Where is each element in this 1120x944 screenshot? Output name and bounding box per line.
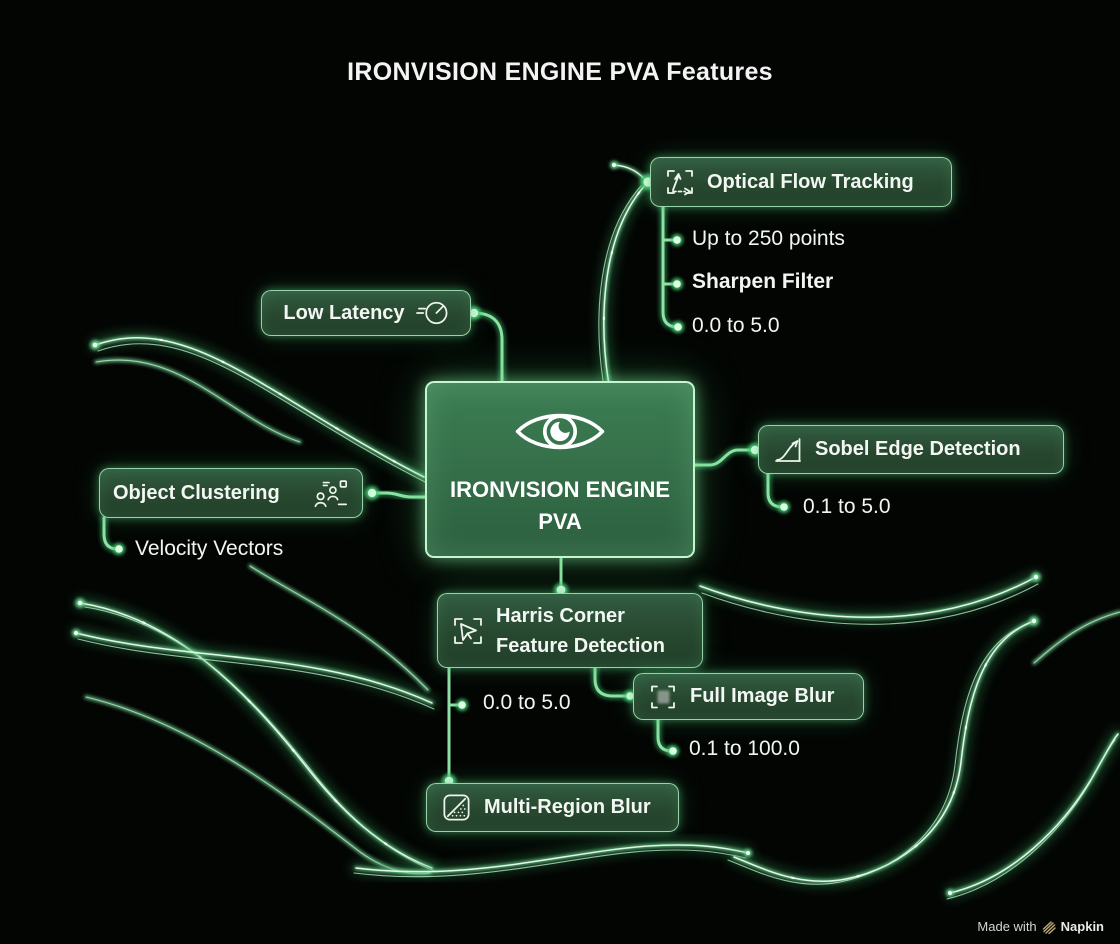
- light-trail-mid-left: [248, 564, 430, 692]
- node-low-latency[interactable]: Low Latency: [261, 290, 471, 336]
- node-label: Multi-Region Blur: [484, 796, 651, 818]
- node-label: Object Clustering: [113, 481, 280, 504]
- connector-low-latency: [470, 309, 506, 385]
- connector-full-blur-child: [654, 716, 674, 755]
- light-trail-center-to-optical: [598, 179, 651, 390]
- rail-optical-children: [659, 203, 680, 331]
- made-with-napkin[interactable]: Made with Napkin: [977, 919, 1104, 934]
- node-sobel-edge-detection[interactable]: Sobel Edge Detection: [758, 425, 1064, 474]
- motion-track-icon: [664, 166, 696, 198]
- harris-line1: Harris Corner: [496, 604, 625, 627]
- light-trail-bottom-left-b: [71, 628, 437, 710]
- node-optical-flow-tracking[interactable]: Optical Flow Tracking: [650, 157, 952, 207]
- connector-sobel-child: [764, 470, 785, 511]
- node-object-clustering[interactable]: Object Clustering: [99, 468, 363, 518]
- light-trail-bottom-left-c: [84, 695, 432, 876]
- node-label: Full Image Blur: [690, 685, 835, 707]
- light-trail-top-left: [90, 332, 429, 484]
- gradient-curve-icon: [772, 434, 804, 466]
- eye-icon: [512, 402, 608, 461]
- harris-line2: Feature Detection: [496, 634, 665, 657]
- center-node-title: IRONVISION ENGINE PVA: [450, 474, 670, 538]
- node-harris-corner-feature-detection[interactable]: Harris Corner Feature Detection: [437, 593, 703, 668]
- node-multi-region-blur[interactable]: Multi-Region Blur: [426, 783, 679, 832]
- light-trail-right-upper: [695, 572, 1041, 625]
- connector-sobel: [691, 446, 757, 469]
- leaf-sobel-range[interactable]: 0.1 to 5.0: [803, 495, 891, 518]
- napkin-logo-icon: [1042, 920, 1056, 934]
- center-node-line2: PVA: [538, 508, 582, 534]
- rail-harris-children: [445, 664, 461, 784]
- leaf-sharpen-filter[interactable]: Sharpen Filter: [692, 270, 834, 293]
- center-node-line1: IRONVISION ENGINE: [449, 476, 671, 502]
- connector-object-clustering: [370, 489, 429, 501]
- light-trail-bottom-right: [945, 729, 1120, 900]
- connector-full-image-blur: [591, 664, 631, 700]
- brand-text: Napkin: [1060, 919, 1104, 934]
- page-title: IRONVISION ENGINE PVA Features: [347, 58, 773, 86]
- light-trail-right-edge: [1032, 610, 1120, 665]
- light-trail-bottom-left-a: [75, 598, 438, 873]
- light-trail-left-wisp: [94, 358, 302, 444]
- node-label: Low Latency: [283, 301, 405, 324]
- corner-detect-icon: [451, 614, 485, 648]
- trail-tips: [72, 161, 1041, 897]
- light-trail-bottom-center: [351, 840, 753, 878]
- leaf-optical-range[interactable]: 0.0 to 5.0: [692, 314, 780, 337]
- leaf-velocity-vectors[interactable]: Velocity Vectors: [135, 537, 284, 560]
- leaf-harris-range[interactable]: 0.0 to 5.0: [483, 691, 571, 714]
- blur-square-icon: [647, 681, 679, 713]
- region-blur-icon: [440, 791, 473, 824]
- node-label: Optical Flow Tracking: [707, 170, 914, 193]
- node-label: Harris Corner Feature Detection: [496, 601, 665, 661]
- cluster-icon: [313, 477, 349, 509]
- speedometer-icon: [415, 298, 449, 328]
- leaf-full-blur-range[interactable]: 0.1 to 100.0: [689, 737, 800, 760]
- connector-object-child: [100, 514, 120, 553]
- node-label: Sobel Edge Detection: [815, 438, 1021, 460]
- node-full-image-blur[interactable]: Full Image Blur: [633, 673, 864, 720]
- made-with-text: Made with: [977, 919, 1037, 934]
- light-trail-right-j: [727, 616, 1039, 887]
- node-ironvision-engine-pva[interactable]: IRONVISION ENGINE PVA: [425, 381, 695, 558]
- leaf-up-to-250-points[interactable]: Up to 250 points: [692, 227, 845, 250]
